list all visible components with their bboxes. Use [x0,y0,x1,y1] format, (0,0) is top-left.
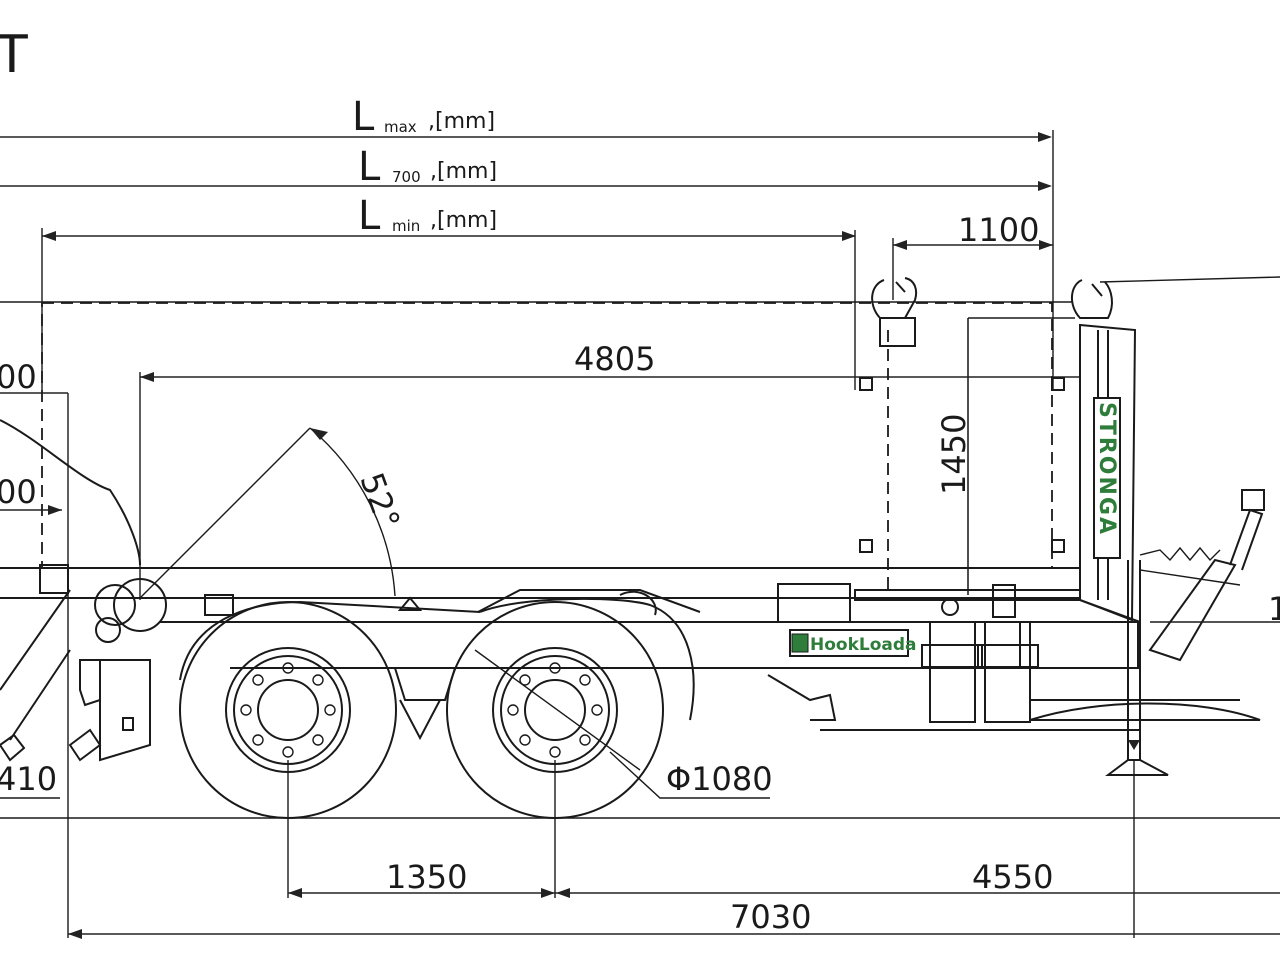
left-bottom-value: 410 [0,760,57,798]
left-upper-value: 00 [0,358,37,396]
l700-dimension: L 700 ,[mm] [0,144,1052,191]
hook-forward [871,277,918,347]
axle-to-rear-dimension: 4550 [555,858,1280,898]
body-length-value: 4805 [574,340,655,378]
stronga-vertical-logo: STRONGA [1094,402,1119,536]
wheel-diameter-value: Φ1080 [666,760,773,798]
l700-label-main: L [358,144,381,190]
hookloada-logo: HookLoada [810,635,917,655]
axle-spacing-value: 1350 [386,858,467,896]
axle-to-rear-value: 4550 [972,858,1053,896]
body-length-dimension: 4805 [139,340,1080,600]
support-leg [1105,560,1169,776]
rear-bumper [1029,702,1261,721]
lmax-label-unit: ,[mm] [428,109,495,134]
hookloada-plate: HookLoada [789,629,917,657]
corner-letter: T [0,25,28,85]
drawbar [0,419,234,762]
axle-spacing-dimension: 1350 [288,858,555,898]
tip-angle-value: 52° [352,468,407,534]
hook-offset-value: 1100 [958,211,1039,249]
hook-height-value: 1450 [935,414,973,495]
chassis-frame [0,567,1141,669]
lmin-label-unit: ,[mm] [430,208,497,233]
tip-angle: 52° [139,427,408,599]
lmin-label-main: L [358,193,381,239]
lmax-label-sub: max [384,118,417,136]
hook-height-dimension: 1450 [935,317,1075,595]
lmin-dimension: L min ,[mm] [42,193,856,241]
hydraulic-tanks [921,584,1039,723]
left-lower-value: 00 [0,473,37,511]
overall-length-value: 7030 [730,898,811,936]
overall-length-dimension: 7030 [68,898,1280,939]
axle-spring [393,667,457,701]
rear-tow-arm: 1 [1139,489,1280,662]
lmax-label-main: L [352,94,375,140]
l700-label-unit: ,[mm] [430,159,497,184]
hook-offset-dimension: 1100 [892,211,1053,300]
lmax-dimension: L max ,[mm] [0,94,1052,142]
l700-label-sub: 700 [392,168,421,186]
wheel-diameter-dimension: Φ1080 [474,649,773,799]
rear-bracket [767,674,837,721]
rear-fender [479,597,695,721]
hook-arm: STRONGA [1079,323,1137,622]
lmin-label-sub: min [392,217,420,235]
container-body [39,302,1065,594]
right-partial-value: 1 [1268,590,1280,628]
hook-rear [1071,279,1113,319]
left-partial-dimensions: 00 00 410 [0,358,69,938]
